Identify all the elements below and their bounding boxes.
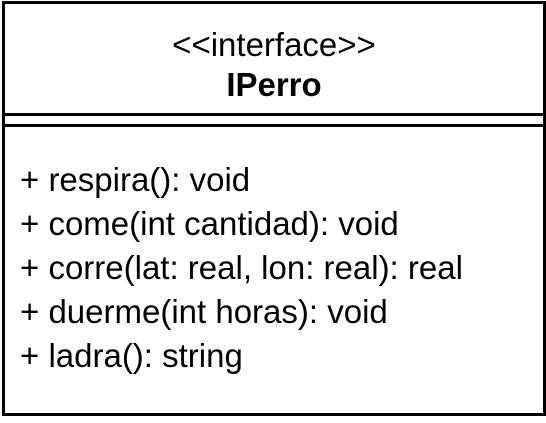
method-duerme: + duerme(int horas): void <box>20 293 388 330</box>
method-corre: + corre(lat: real, lon: real): real <box>20 249 463 286</box>
class-name: IPerro <box>226 66 322 103</box>
methods-list: + respira(): void + come(int cantidad): … <box>20 158 463 378</box>
stereotype-label: <<interface>> <box>172 26 376 63</box>
attributes-divider <box>5 124 543 127</box>
class-header: <<interface>> IPerro <box>5 4 543 114</box>
method-come: + come(int cantidad): void <box>20 205 399 242</box>
method-respira: + respira(): void <box>20 161 251 198</box>
header-divider <box>5 113 543 116</box>
uml-interface-box: <<interface>> IPerro + respira(): void +… <box>2 1 546 416</box>
method-ladra: + ladra(): string <box>20 337 243 374</box>
